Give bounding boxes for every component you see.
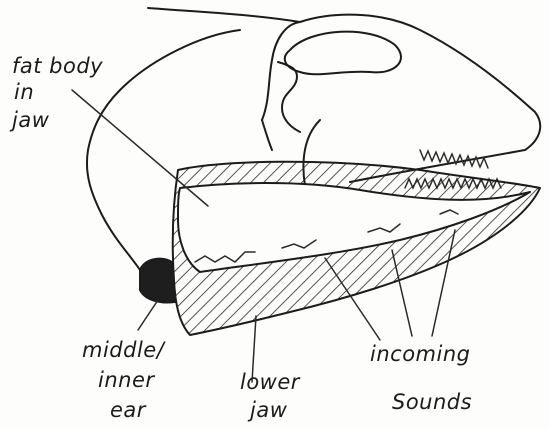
fat-body-pointer	[72, 90, 208, 206]
incoming-sounds-label-line1: incoming	[370, 342, 470, 366]
fat-body-label-line3: jaw	[12, 108, 49, 132]
middle-inner-ear-label-line2: inner	[98, 368, 155, 392]
lower-jaw-label-line2: jaw	[250, 398, 287, 422]
middle-inner-ear-blob	[140, 259, 175, 303]
cranial-lobe	[285, 32, 401, 75]
middle-inner-ear-label-line1: middle/	[82, 338, 164, 362]
fat-body-label-line2: in	[14, 80, 34, 104]
sinus-curve	[262, 62, 300, 150]
middle-inner-ear-pointer	[138, 300, 158, 330]
fat-body-label-line1: fat body	[12, 54, 103, 78]
lower-jaw-label-line1: lower	[240, 370, 300, 394]
incoming-sounds-label-line2: Sounds	[392, 390, 472, 414]
middle-inner-ear-label-line3: ear	[110, 398, 146, 422]
